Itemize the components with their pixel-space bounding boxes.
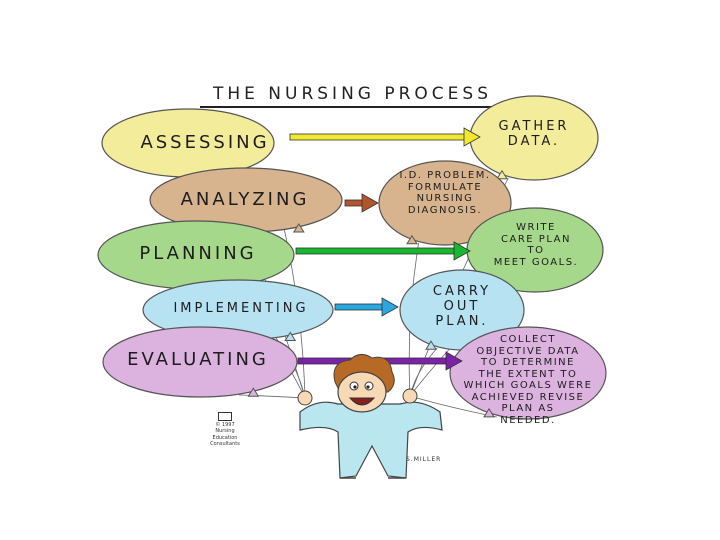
copyright-credit: © 1997 Nursing Education Consultants [200,412,250,447]
balloon-knot [425,340,437,350]
outcome-text-line: ACHIEVED REVISE [471,391,585,403]
step-label-planning: PLANNING [139,243,257,264]
arrow-head [463,127,481,147]
outcome-text-line: PLAN AS [501,403,555,414]
outcome-text-line: GATHER [498,119,570,134]
outcome-text-line: I.D. PROBLEM. [399,170,491,181]
step-label-assessing: ASSESSING [140,132,270,153]
step-label-implementing: IMPLEMENTING [173,301,309,316]
arrow-shaft [334,303,385,311]
outcome-text-line: PLAN. [435,313,489,329]
step-label-analyzing: ANALYZING [180,189,310,210]
balloon-string [409,347,438,397]
balloon-knot [496,169,508,180]
outcome-text-line: COLLECT [500,334,556,345]
balloon-knot [406,234,418,245]
person-body [299,401,443,479]
right-hand [402,388,418,404]
credit-line: Consultants [210,440,240,447]
artist-signature: S.MILLER [406,456,442,463]
outcome-text-line: THE EXTENT TO [478,368,578,380]
balloon-knot [292,223,305,233]
outcome-text-line: MEET GOALS. [493,256,579,268]
outcome-balloon [449,326,607,420]
person-smile [348,397,376,406]
outcome-text-line: DATA. [507,133,561,149]
outcome-text-line: WHICH GOALS WERE [463,380,593,391]
balloon-knot [247,387,260,397]
outcome-text-line: NEEDED. [500,414,556,426]
arrow-head [445,351,463,371]
credit-line: Nursing [215,428,235,435]
balloon-knot [483,407,495,418]
arrow-shaft [295,247,457,255]
arrow-shaft [344,199,365,207]
outcome-text-line: NURSING [416,193,474,204]
outcome-text-line: FORMULATE [407,181,483,193]
outcome-text-line: TO DETERMINE [481,357,575,368]
outcome-text-line: WRITE [516,222,556,233]
person-head [337,371,387,413]
credit-line: © 1997 [215,422,235,428]
outcome-text-line: TO [527,245,545,256]
pupil-left [353,385,357,389]
outcome-text-line: CARE PLAN [501,233,571,245]
pupil-right [366,385,370,389]
title-underline [200,106,500,108]
outcome-text-line: CARRY [432,284,492,299]
outcome-text-line: DIAGNOSIS. [407,204,483,216]
arrow-head [361,193,379,213]
credit-line: Education [212,434,238,441]
outcome-balloon [378,160,512,246]
arrow-head [453,241,471,261]
step-balloon-evaluating [102,326,298,398]
step-label-evaluating: EVALUATING [127,349,269,370]
cartoon-nurse [297,354,443,479]
outcome-text-line: OBJECTIVE DATA [476,345,580,357]
balloon-knot [284,331,297,341]
arrow-head [381,297,399,317]
outcome-text-line: OUT [443,298,481,314]
left-hand [297,390,313,406]
arrow-shaft [289,133,467,141]
diagram-title: THE NURSING PROCESS [212,84,493,104]
credit-logo [218,412,232,421]
